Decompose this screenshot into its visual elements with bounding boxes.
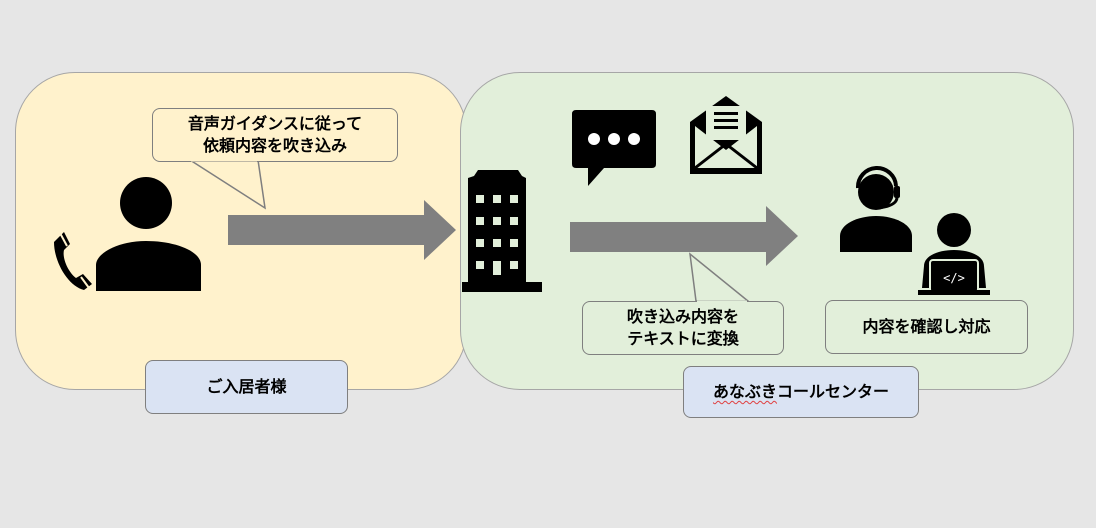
developer-laptop-icon: </> (918, 213, 990, 295)
operator-headset-icon (840, 165, 912, 252)
phone-icon (54, 232, 92, 290)
flow-arrow-1 (228, 200, 456, 260)
envelope-icon (690, 96, 762, 174)
svg-text:</>: </> (943, 271, 965, 285)
action-box: 内容を確認し対応 (825, 300, 1028, 354)
person-icon (96, 177, 201, 291)
resident-callout: 音声ガイダンスに従って 依頼内容を吹き込み (152, 108, 398, 162)
callcenter-label-part1: あなぶき (712, 382, 777, 401)
resident-label: ご入居者様 (145, 360, 348, 414)
callcenter-label-part2: コールセンター (777, 382, 890, 401)
callcenter-callout: 吹き込み内容を テキストに変換 (582, 301, 784, 355)
resident-callout-line2: 依頼内容を吹き込み (202, 136, 347, 155)
callcenter-callout-line2: テキストに変換 (627, 329, 739, 348)
callcenter-callout-line1: 吹き込み内容を (626, 307, 739, 326)
action-box-text: 内容を確認し対応 (862, 317, 991, 336)
chat-bubble-icon (572, 110, 656, 186)
callcenter-label: あなぶきコールセンター (683, 366, 919, 418)
flow-arrow-2 (570, 206, 798, 266)
resident-label-text: ご入居者様 (206, 377, 287, 396)
resident-callout-line1: 音声ガイダンスに従って (187, 114, 363, 133)
building-icon (462, 170, 542, 292)
